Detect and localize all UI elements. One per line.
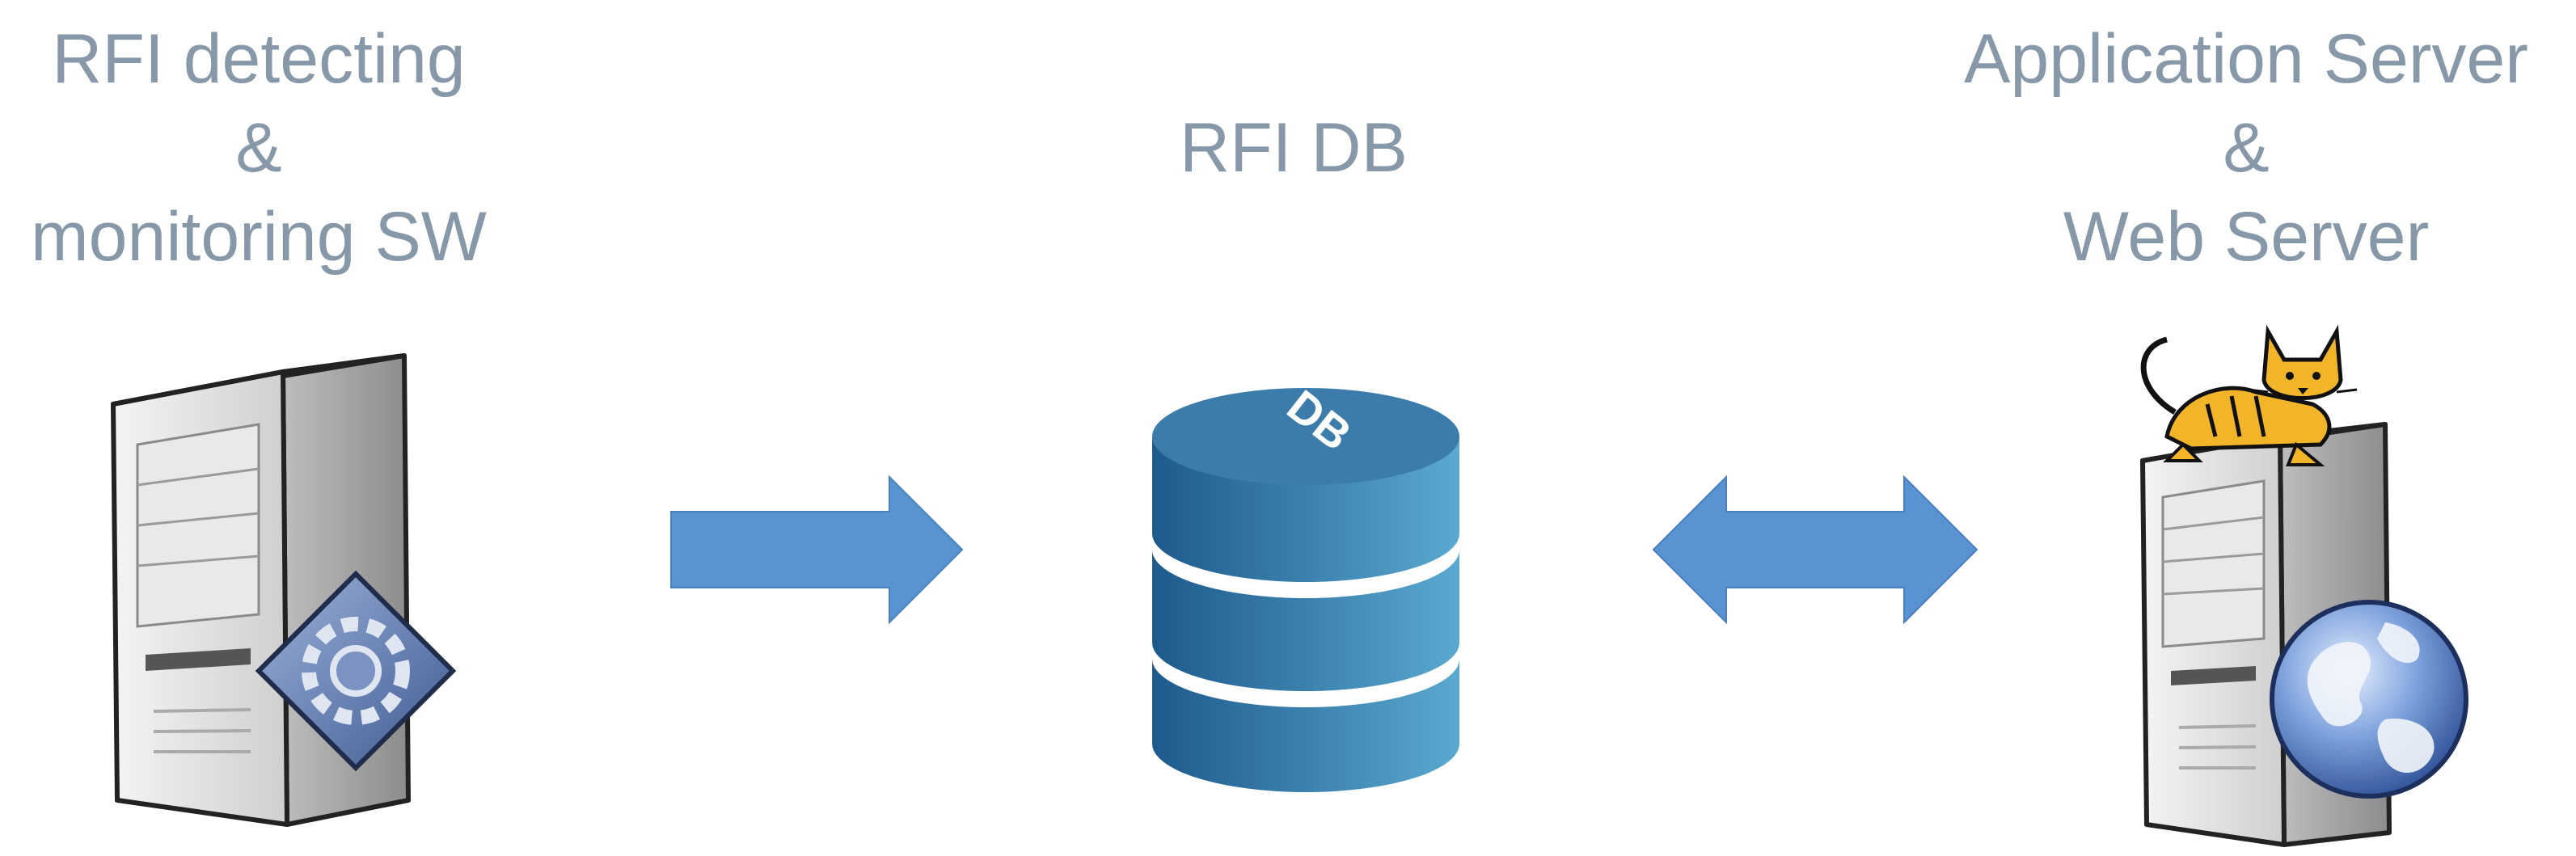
tomcat-cat-icon xyxy=(2140,324,2358,466)
globe-icon xyxy=(2270,600,2468,799)
node-label-app-web-server: Application Server & Web Server xyxy=(1916,15,2576,281)
arrow-bidirectional-icon xyxy=(1652,474,1978,625)
node-label-rfi-db: RFI DB xyxy=(1051,103,1536,192)
arrow-right-icon xyxy=(670,474,964,625)
gear-badge-icon xyxy=(255,570,457,772)
label-line: RFI DB xyxy=(1180,109,1408,187)
label-line: RFI detecting xyxy=(52,20,466,98)
node-label-rfi-detecting: RFI detecting & monitoring SW xyxy=(0,15,517,281)
label-line: & xyxy=(2223,109,2270,187)
label-line: Application Server xyxy=(1964,20,2528,98)
right-server-group xyxy=(2140,324,2468,847)
left-server-group xyxy=(111,353,457,827)
label-line: Web Server xyxy=(2063,198,2430,276)
database-cylinder-icon: DB xyxy=(1152,380,1459,792)
label-line: & xyxy=(235,109,282,187)
label-line: monitoring SW xyxy=(31,198,487,276)
